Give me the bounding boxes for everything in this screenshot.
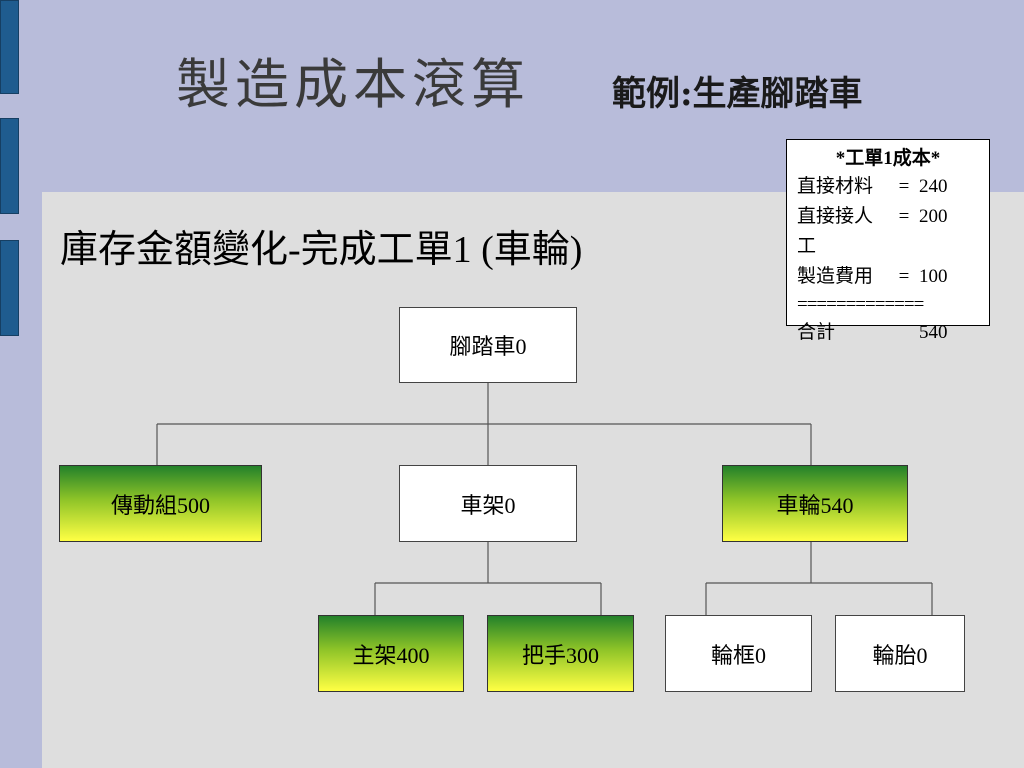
cost-row-material: 直接材料 = 240 — [797, 172, 979, 202]
node-bicycle: 腳踏車0 — [399, 307, 577, 383]
cost-value: 240 — [919, 176, 948, 197]
cost-label: 直接接人工 — [797, 206, 874, 257]
cost-row-overhead: 製造費用 = 100 — [797, 262, 979, 292]
cost-box-title: *工單1成本* — [835, 148, 941, 169]
side-tab-1 — [0, 0, 19, 94]
node-drivetrain: 傳動組500 — [59, 465, 262, 542]
slide-subtitle: 範例:生產腳踏車 — [612, 74, 863, 114]
cost-value: 200 — [919, 206, 948, 227]
cost-row-labor: 直接接人工 = 200 — [797, 202, 979, 262]
cost-label: 製造費用 — [797, 266, 874, 287]
cost-summary-box: *工單1成本* 直接材料 = 240 直接接人工 = 200 製造費用 = 10… — [786, 139, 990, 343]
cost-equals: = — [898, 266, 910, 287]
cost-value: 100 — [919, 266, 948, 287]
side-tab-2 — [0, 118, 19, 214]
node-frame: 車架0 — [399, 465, 577, 542]
cost-label: 直接材料 — [797, 176, 874, 197]
cost-row-total: 合計 540 — [797, 318, 979, 348]
cost-equals: = — [898, 206, 910, 227]
cost-separator: ============= — [797, 294, 924, 315]
node-wheel: 車輪540 — [722, 465, 908, 542]
section-heading: 庫存金額變化-完成工單1 (車輪) — [60, 229, 583, 271]
slide-title: 製造成本滾算 — [176, 53, 530, 116]
node-tire: 輪胎0 — [835, 615, 965, 692]
node-handlebar: 把手300 — [487, 615, 634, 692]
cost-equals: = — [898, 176, 910, 197]
side-tab-3 — [0, 240, 19, 336]
node-main-frame: 主架400 — [318, 615, 464, 692]
cost-total-label: 合計 — [797, 322, 836, 343]
node-rim: 輪框0 — [665, 615, 812, 692]
cost-total-value: 540 — [919, 322, 948, 343]
